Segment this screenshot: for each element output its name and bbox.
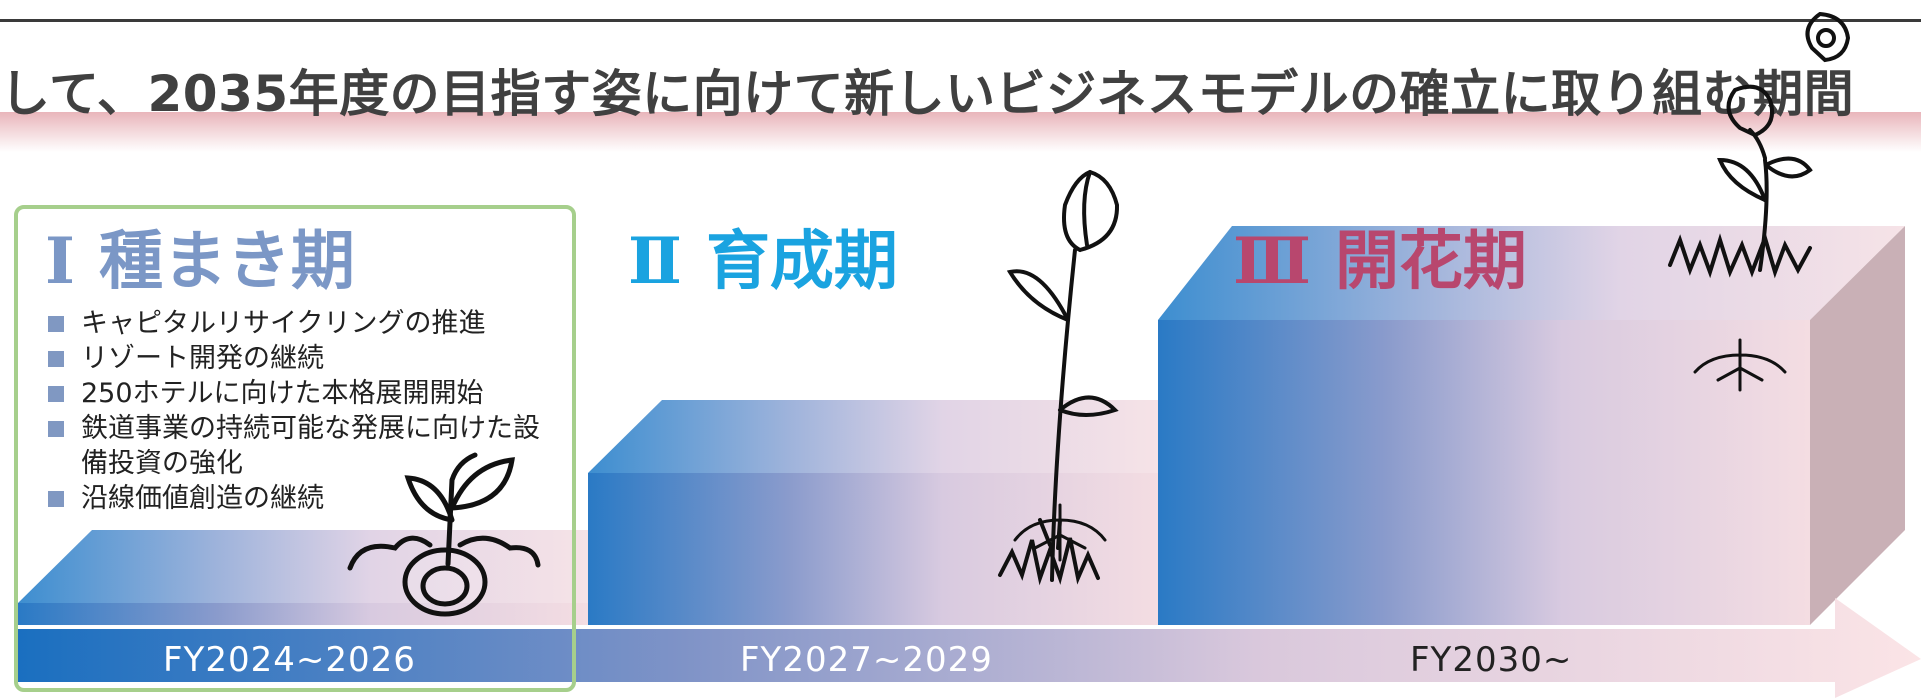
headline: して、2035年度の目指す姿に向けて新しいビジネスモデルの確立に取り組む期間 xyxy=(0,65,1855,123)
step-3-front xyxy=(1158,320,1810,625)
timeline-arrow xyxy=(18,598,1921,698)
phase-2-numeral: Ⅱ xyxy=(628,224,682,299)
roots-icon xyxy=(1013,503,1107,562)
phase-1-highlight-frame xyxy=(14,205,576,692)
sprout-icon xyxy=(347,452,541,617)
phase-1-period: FY2024~2026 xyxy=(163,640,416,680)
phase-3-period: FY2030~ xyxy=(1410,640,1573,680)
phase-2-period: FY2027~2029 xyxy=(740,640,993,680)
phase-1-item-list: キャピタルリサイクリングの推進 リゾート開発の継続 250ホテルに向けた本格展開… xyxy=(45,306,585,516)
step-2-front xyxy=(588,473,1160,625)
step-3-side xyxy=(1810,226,1905,625)
phase-3-name: 開花期 xyxy=(1334,225,1527,299)
headline-highlight xyxy=(0,112,1921,152)
list-item: リゾート開発の継続 xyxy=(45,341,585,376)
phase-3-numeral: Ⅲ xyxy=(1233,224,1311,299)
top-divider xyxy=(0,19,1921,22)
roots-icon xyxy=(1693,338,1787,392)
list-item: 250ホテルに向けた本格展開開始 xyxy=(45,376,585,411)
phase-2-name: 育成期 xyxy=(705,225,898,299)
list-item: 沿線価値創造の継続 xyxy=(45,481,585,516)
flower-icon xyxy=(1668,11,1851,279)
list-item: 鉄道事業の持続可能な発展に向けた設備投資の強化 xyxy=(45,411,541,481)
step-1-front xyxy=(18,603,588,625)
phase-1-name: 種まき期 xyxy=(98,225,355,299)
step-2-top xyxy=(588,400,1160,473)
phase-1-numeral: Ⅰ xyxy=(45,224,75,299)
list-item: キャピタルリサイクリングの推進 xyxy=(45,306,585,341)
